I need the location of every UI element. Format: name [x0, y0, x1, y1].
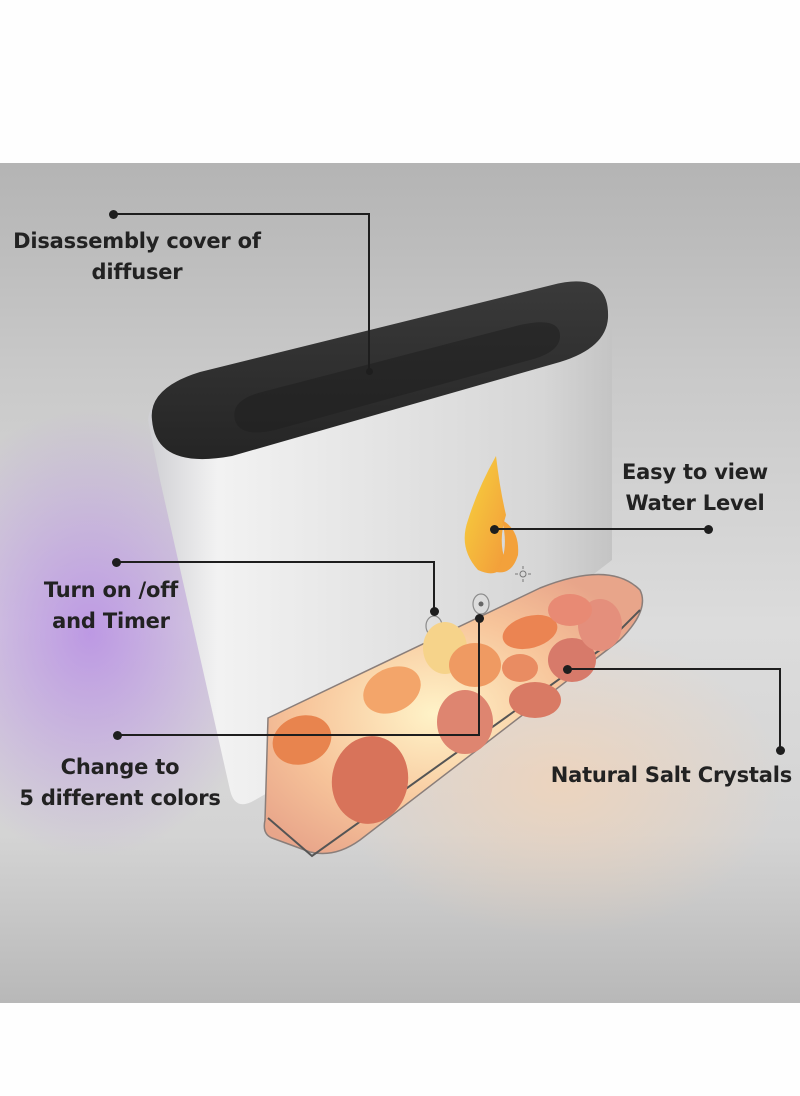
salt-callout-line-h: [567, 668, 780, 670]
power-callout-line-h: [116, 561, 434, 563]
cover-callout-line-v: [368, 213, 370, 371]
colors-callout-label: Change to 5 different colors: [19, 755, 221, 810]
sun-icon: [515, 566, 531, 582]
power-callout-line-v: [433, 561, 435, 611]
salt-crystals: [272, 594, 622, 824]
salt-callout-dot: [775, 745, 785, 755]
flame: [464, 456, 506, 574]
power-callout-end-dot: [429, 606, 439, 616]
cover-callout-label: Disassembly cover of diffuser: [13, 229, 261, 284]
power-callout-label: Turn on /off and Timer: [43, 578, 179, 633]
cover-callout-end-dot: [365, 367, 373, 375]
salt-callout-label: Natural Salt Crystals: [550, 763, 792, 787]
diffuser-illustration: [148, 281, 644, 858]
salt-callout-line-v: [779, 668, 781, 750]
water-level-callout-label: Easy to view Water Level: [622, 460, 768, 515]
colors-callout-line-h: [117, 734, 480, 736]
colors-callout-end-dot: [474, 613, 484, 623]
water-level-callout-line: [494, 528, 708, 530]
water-level-callout-end-dot: [489, 524, 499, 534]
colors-callout-line-v: [478, 618, 480, 736]
product-image-panel: Disassembly cover of diffuser Easy to vi…: [0, 163, 800, 1003]
water-level-callout-dot: [703, 524, 713, 534]
cover-callout-line-h: [113, 213, 369, 215]
